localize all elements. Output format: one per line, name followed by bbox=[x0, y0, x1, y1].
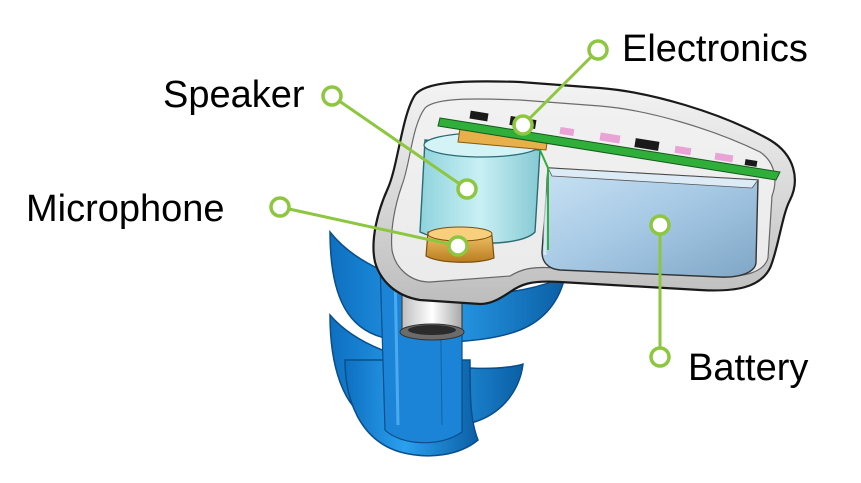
speaker-label: Speaker bbox=[163, 74, 305, 116]
callout-marker-icon bbox=[587, 39, 609, 61]
callout-microphone bbox=[269, 196, 469, 257]
battery-label: Battery bbox=[688, 347, 809, 389]
electronics-label: Electronics bbox=[622, 28, 808, 70]
microphone-label: Microphone bbox=[26, 188, 225, 230]
callout-marker-icon bbox=[649, 214, 671, 236]
callout-speaker bbox=[321, 85, 478, 200]
ear-tip bbox=[329, 229, 567, 457]
microphone bbox=[425, 226, 495, 263]
callout-marker-icon bbox=[269, 196, 291, 218]
callout-marker-icon bbox=[512, 114, 534, 136]
callout-marker-icon bbox=[456, 178, 478, 200]
callout-battery bbox=[649, 214, 671, 368]
callout-marker-icon bbox=[649, 346, 671, 368]
speaker bbox=[419, 127, 549, 244]
callout-marker-icon bbox=[447, 235, 469, 257]
callout-electronics bbox=[512, 39, 609, 136]
callout-marker-icon bbox=[321, 85, 343, 107]
